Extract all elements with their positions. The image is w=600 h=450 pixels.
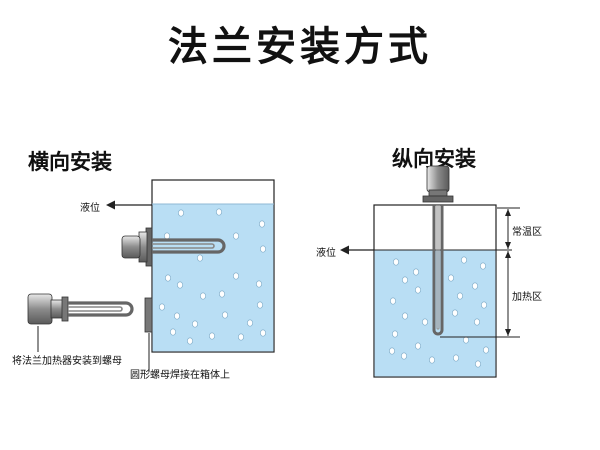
bubble: [256, 280, 262, 288]
bubble: [187, 337, 193, 345]
bubble: [389, 347, 395, 355]
bubble: [448, 274, 454, 282]
bubble: [461, 256, 467, 264]
zone-dimension-lines: [440, 207, 520, 338]
nut-welded-caption: 圆形螺母焊接在箱体上: [130, 370, 230, 381]
bubble: [480, 262, 486, 270]
bubble: [159, 303, 165, 311]
installed-flange-heater: [121, 227, 226, 267]
bubble: [177, 281, 183, 289]
bubble: [463, 336, 469, 344]
bubble: [219, 290, 225, 298]
left-tank: [151, 179, 275, 353]
bubble: [452, 309, 458, 317]
bubble: [401, 352, 407, 360]
heating-zone-label: 加热区: [512, 292, 542, 303]
bubble: [164, 232, 170, 240]
bubble: [472, 282, 478, 290]
left-tank-bubbles: [159, 208, 266, 345]
bubble: [413, 268, 419, 276]
bubble: [474, 318, 480, 326]
bubble: [422, 318, 428, 326]
left-liquid-level-arrow: [106, 200, 152, 210]
bubble: [170, 328, 176, 336]
bubble: [222, 311, 228, 319]
bubble: [481, 301, 487, 309]
bubble: [192, 320, 198, 328]
bubble: [259, 220, 265, 228]
bubble: [233, 272, 239, 280]
bubble: [174, 312, 180, 320]
bubble: [197, 254, 203, 262]
bubble: [238, 333, 244, 341]
bubble: [392, 330, 398, 338]
bubble: [233, 232, 239, 240]
horizontal-install-heading: 横向安装: [28, 150, 112, 174]
bubble: [178, 209, 184, 217]
right-liquid-level-label: 液位: [316, 248, 336, 259]
bubble: [165, 274, 171, 282]
bubble: [260, 245, 266, 253]
bubble: [475, 360, 481, 368]
bubble: [402, 312, 408, 320]
bubble: [402, 276, 408, 284]
bubble: [200, 292, 206, 300]
bubble: [457, 292, 463, 300]
bubble: [209, 332, 215, 340]
left-liquid-level-label: 液位: [80, 203, 100, 214]
bubble: [393, 258, 399, 266]
vertical-flange-heater: [422, 165, 454, 336]
bubble: [247, 319, 253, 327]
bubble: [216, 208, 222, 216]
bubble: [483, 346, 489, 354]
bubble: [415, 286, 421, 294]
main-title: 法兰安装方式: [168, 24, 432, 70]
bubble: [390, 297, 396, 305]
right-tank-bubbles: [389, 256, 489, 368]
left-tank-water: [152, 204, 274, 352]
flange-heater-detached: [27, 293, 134, 325]
bubble: [260, 329, 266, 337]
bubble: [257, 301, 263, 309]
bubble: [429, 356, 435, 364]
normal-temp-zone-label: 常温区: [512, 227, 542, 238]
bubble: [453, 354, 459, 362]
heater-to-nut-caption: 将法兰加热器安装到螺母: [12, 356, 122, 367]
bubble: [415, 342, 421, 350]
welded-round-nut: [144, 297, 153, 333]
